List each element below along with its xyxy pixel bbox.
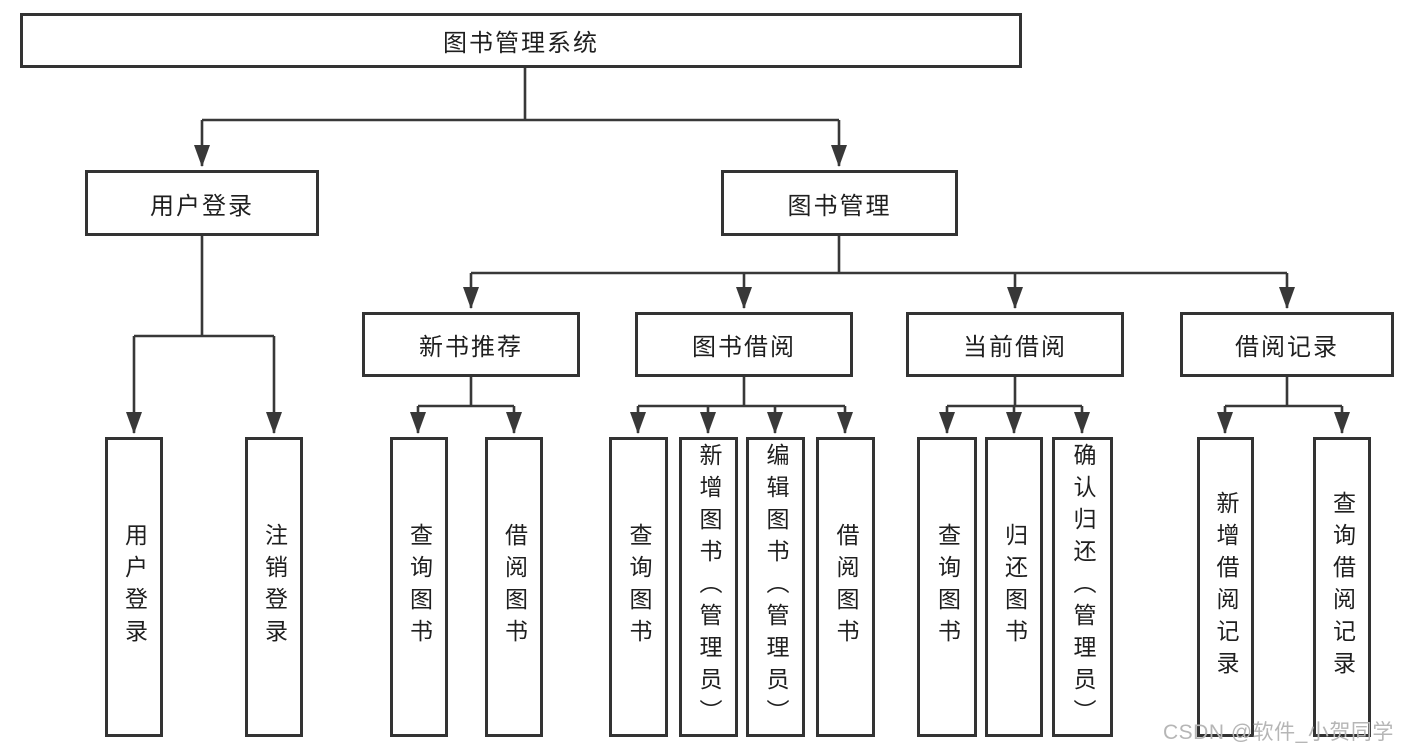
node-current-borrowing: 当前借阅 [906, 312, 1124, 377]
leaf-borrowing-add-books-admin: 新增图书（管理员） [679, 437, 738, 737]
node-label: 图书管理系统 [443, 30, 599, 57]
leaf-recommend-query-books: 查询图书 [390, 437, 448, 737]
node-new-book-recommendation: 新书推荐 [362, 312, 580, 377]
node-label: 查询图书 [626, 523, 652, 651]
node-book-management: 图书管理 [721, 170, 958, 236]
leaf-user-login: 用户登录 [105, 437, 163, 737]
leaf-current-confirm-return-admin: 确认归还（管理员） [1052, 437, 1113, 737]
node-label: 借阅图书 [501, 523, 528, 651]
node-user-login: 用户登录 [85, 170, 319, 236]
leaf-current-query-books: 查询图书 [917, 437, 977, 737]
connector-book-borrowing-subtree [630, 377, 853, 434]
leaf-logout-login: 注销登录 [245, 437, 303, 737]
node-label: 查询图书 [406, 523, 433, 651]
connector-user-login-subtree [126, 236, 282, 434]
leaf-recommend-borrow-books: 借阅图书 [485, 437, 543, 737]
node-label: 借阅记录 [1235, 334, 1339, 361]
leaf-query-borrowing-record: 查询借阅记录 [1313, 437, 1371, 737]
connector-borrowing-records-subtree [1217, 377, 1350, 434]
node-label: 注销登录 [261, 523, 288, 651]
node-label: 新增图书（管理员） [696, 443, 722, 731]
connector-current-borrowing-subtree [939, 377, 1090, 434]
node-label: 当前借阅 [963, 334, 1067, 361]
leaf-current-return-books: 归还图书 [985, 437, 1043, 737]
node-book-borrowing: 图书借阅 [635, 312, 853, 377]
node-label: 借阅图书 [833, 523, 859, 651]
connector-book-management-to-level3 [463, 236, 1295, 309]
csdn-watermark: CSDN @软件_小贺同学 [1163, 721, 1394, 744]
node-label: 编辑图书（管理员） [763, 443, 789, 731]
leaf-add-borrowing-record: 新增借阅记录 [1197, 437, 1254, 737]
node-label: 新书推荐 [419, 334, 523, 361]
connector-root-to-level2 [194, 67, 847, 167]
node-label: 用户登录 [121, 523, 148, 651]
node-library-management-system: 图书管理系统 [20, 13, 1022, 68]
leaf-borrowing-query-books: 查询图书 [609, 437, 668, 737]
node-borrowing-records: 借阅记录 [1180, 312, 1394, 377]
leaf-borrowing-edit-books-admin: 编辑图书（管理员） [746, 437, 805, 737]
node-label: 用户登录 [150, 192, 254, 220]
node-label: 新增借阅记录 [1213, 491, 1239, 683]
node-label: 图书管理 [787, 192, 892, 220]
node-label: 查询借阅记录 [1329, 491, 1356, 683]
node-label: 确认归还（管理员） [1070, 443, 1096, 731]
node-label: 归还图书 [1001, 523, 1028, 651]
node-label: 查询图书 [934, 523, 961, 651]
leaf-borrowing-borrow-books: 借阅图书 [816, 437, 875, 737]
connector-new-book-recommendation-subtree [410, 377, 522, 434]
node-label: 图书借阅 [692, 334, 796, 361]
